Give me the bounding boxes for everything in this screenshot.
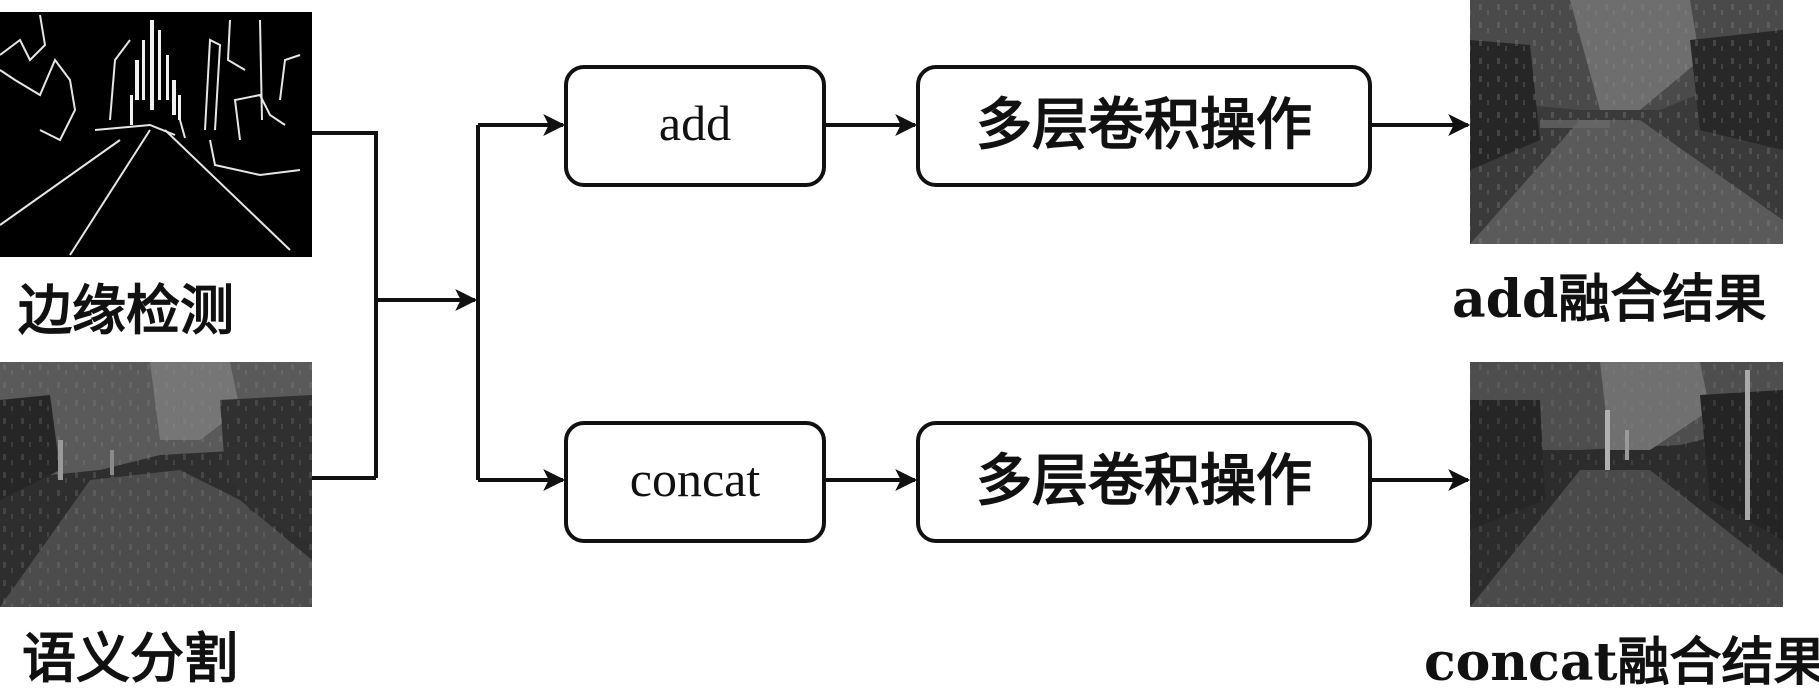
edge-detection-caption: 边缘检测 <box>18 278 234 342</box>
add-fusion-result-image <box>1470 0 1783 244</box>
concat-box <box>564 421 826 543</box>
conv-label-add: 多层卷积操作 <box>976 92 1312 158</box>
conv-box-concat <box>916 421 1372 543</box>
add-box <box>564 65 826 187</box>
edge-detection-image <box>0 12 312 257</box>
concat-op-label: concat <box>630 451 761 507</box>
conv-box-add <box>916 65 1372 187</box>
add-result-caption: add融合结果 <box>1452 269 1767 330</box>
concat-fusion-result-image <box>1470 362 1783 607</box>
connectors <box>312 114 1471 491</box>
semantic-segmentation-image <box>0 362 312 607</box>
conv-label-concat: 多层卷积操作 <box>976 448 1312 514</box>
semantic-segmentation-caption: 语义分割 <box>22 626 238 690</box>
concat-result-caption: concat融合结果 <box>1424 632 1819 693</box>
add-op-label: add <box>659 95 731 151</box>
